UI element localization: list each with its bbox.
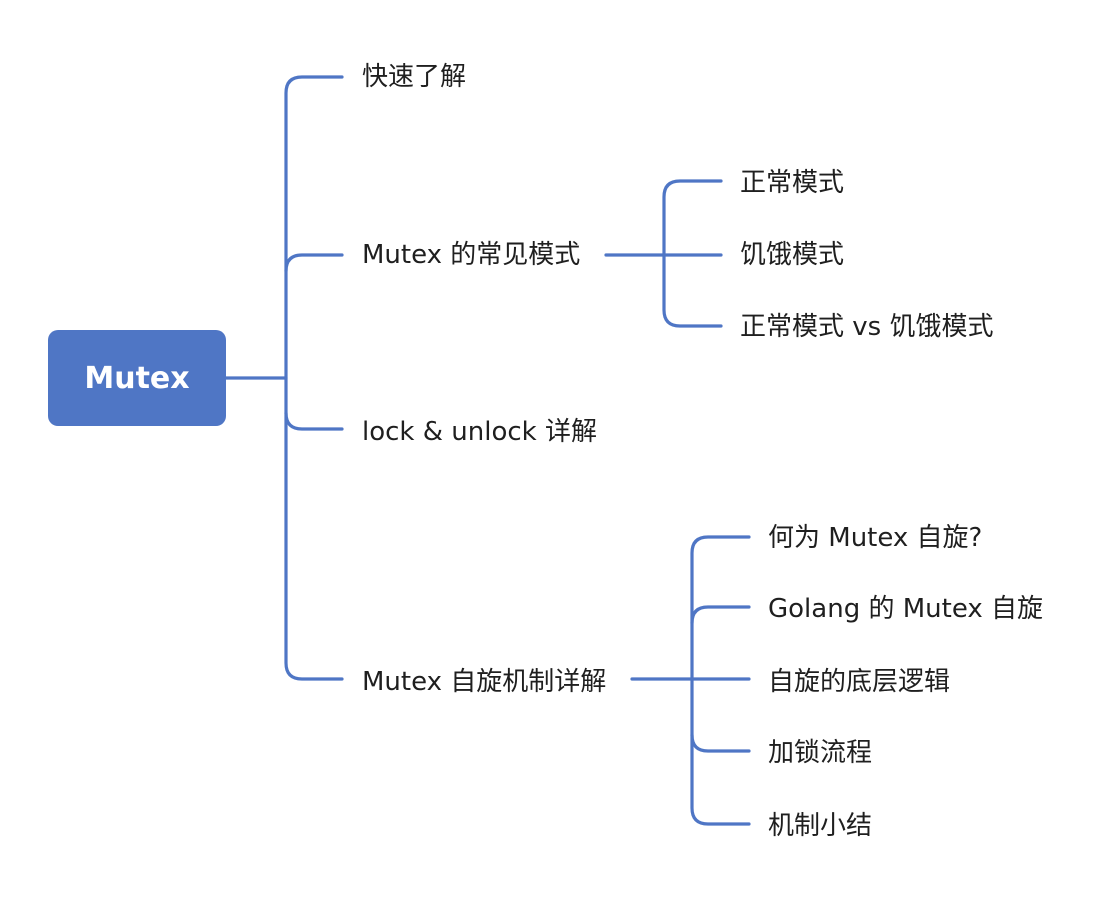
leaf-node-starvation-mode: 饥饿模式 <box>740 240 845 270</box>
branch-node-spin-mechanism: Mutex 自旋机制详解 <box>362 667 607 697</box>
root-label: Mutex <box>84 360 190 396</box>
branch-node-quick-overview: 快速了解 <box>362 62 467 92</box>
leaf-node-normal-vs-starvation: 正常模式 vs 饥饿模式 <box>740 312 994 342</box>
leaf-node-normal-mode: 正常模式 <box>740 168 845 198</box>
connector-sub-4-child-4 <box>690 733 751 753</box>
root-node: Mutex <box>48 330 226 426</box>
connector-branch-3 <box>284 411 344 431</box>
connector-sub-4-child-2 <box>690 605 751 625</box>
connector-branch-2 <box>284 253 344 273</box>
leaf-node-golang-spin: Golang 的 Mutex 自旋 <box>768 594 1044 624</box>
branch-node-lock-unlock: lock & unlock 详解 <box>362 417 597 447</box>
leaf-node-mechanism-summary: 机制小结 <box>768 811 873 841</box>
leaf-node-spin-underlying-logic: 自旋的底层逻辑 <box>768 667 951 697</box>
branch-node-common-modes: Mutex 的常见模式 <box>362 240 581 270</box>
connector-trunk <box>284 75 344 681</box>
leaf-node-what-is-spin: 何为 Mutex 自旋? <box>768 523 983 553</box>
leaf-node-lock-flow: 加锁流程 <box>768 738 873 768</box>
